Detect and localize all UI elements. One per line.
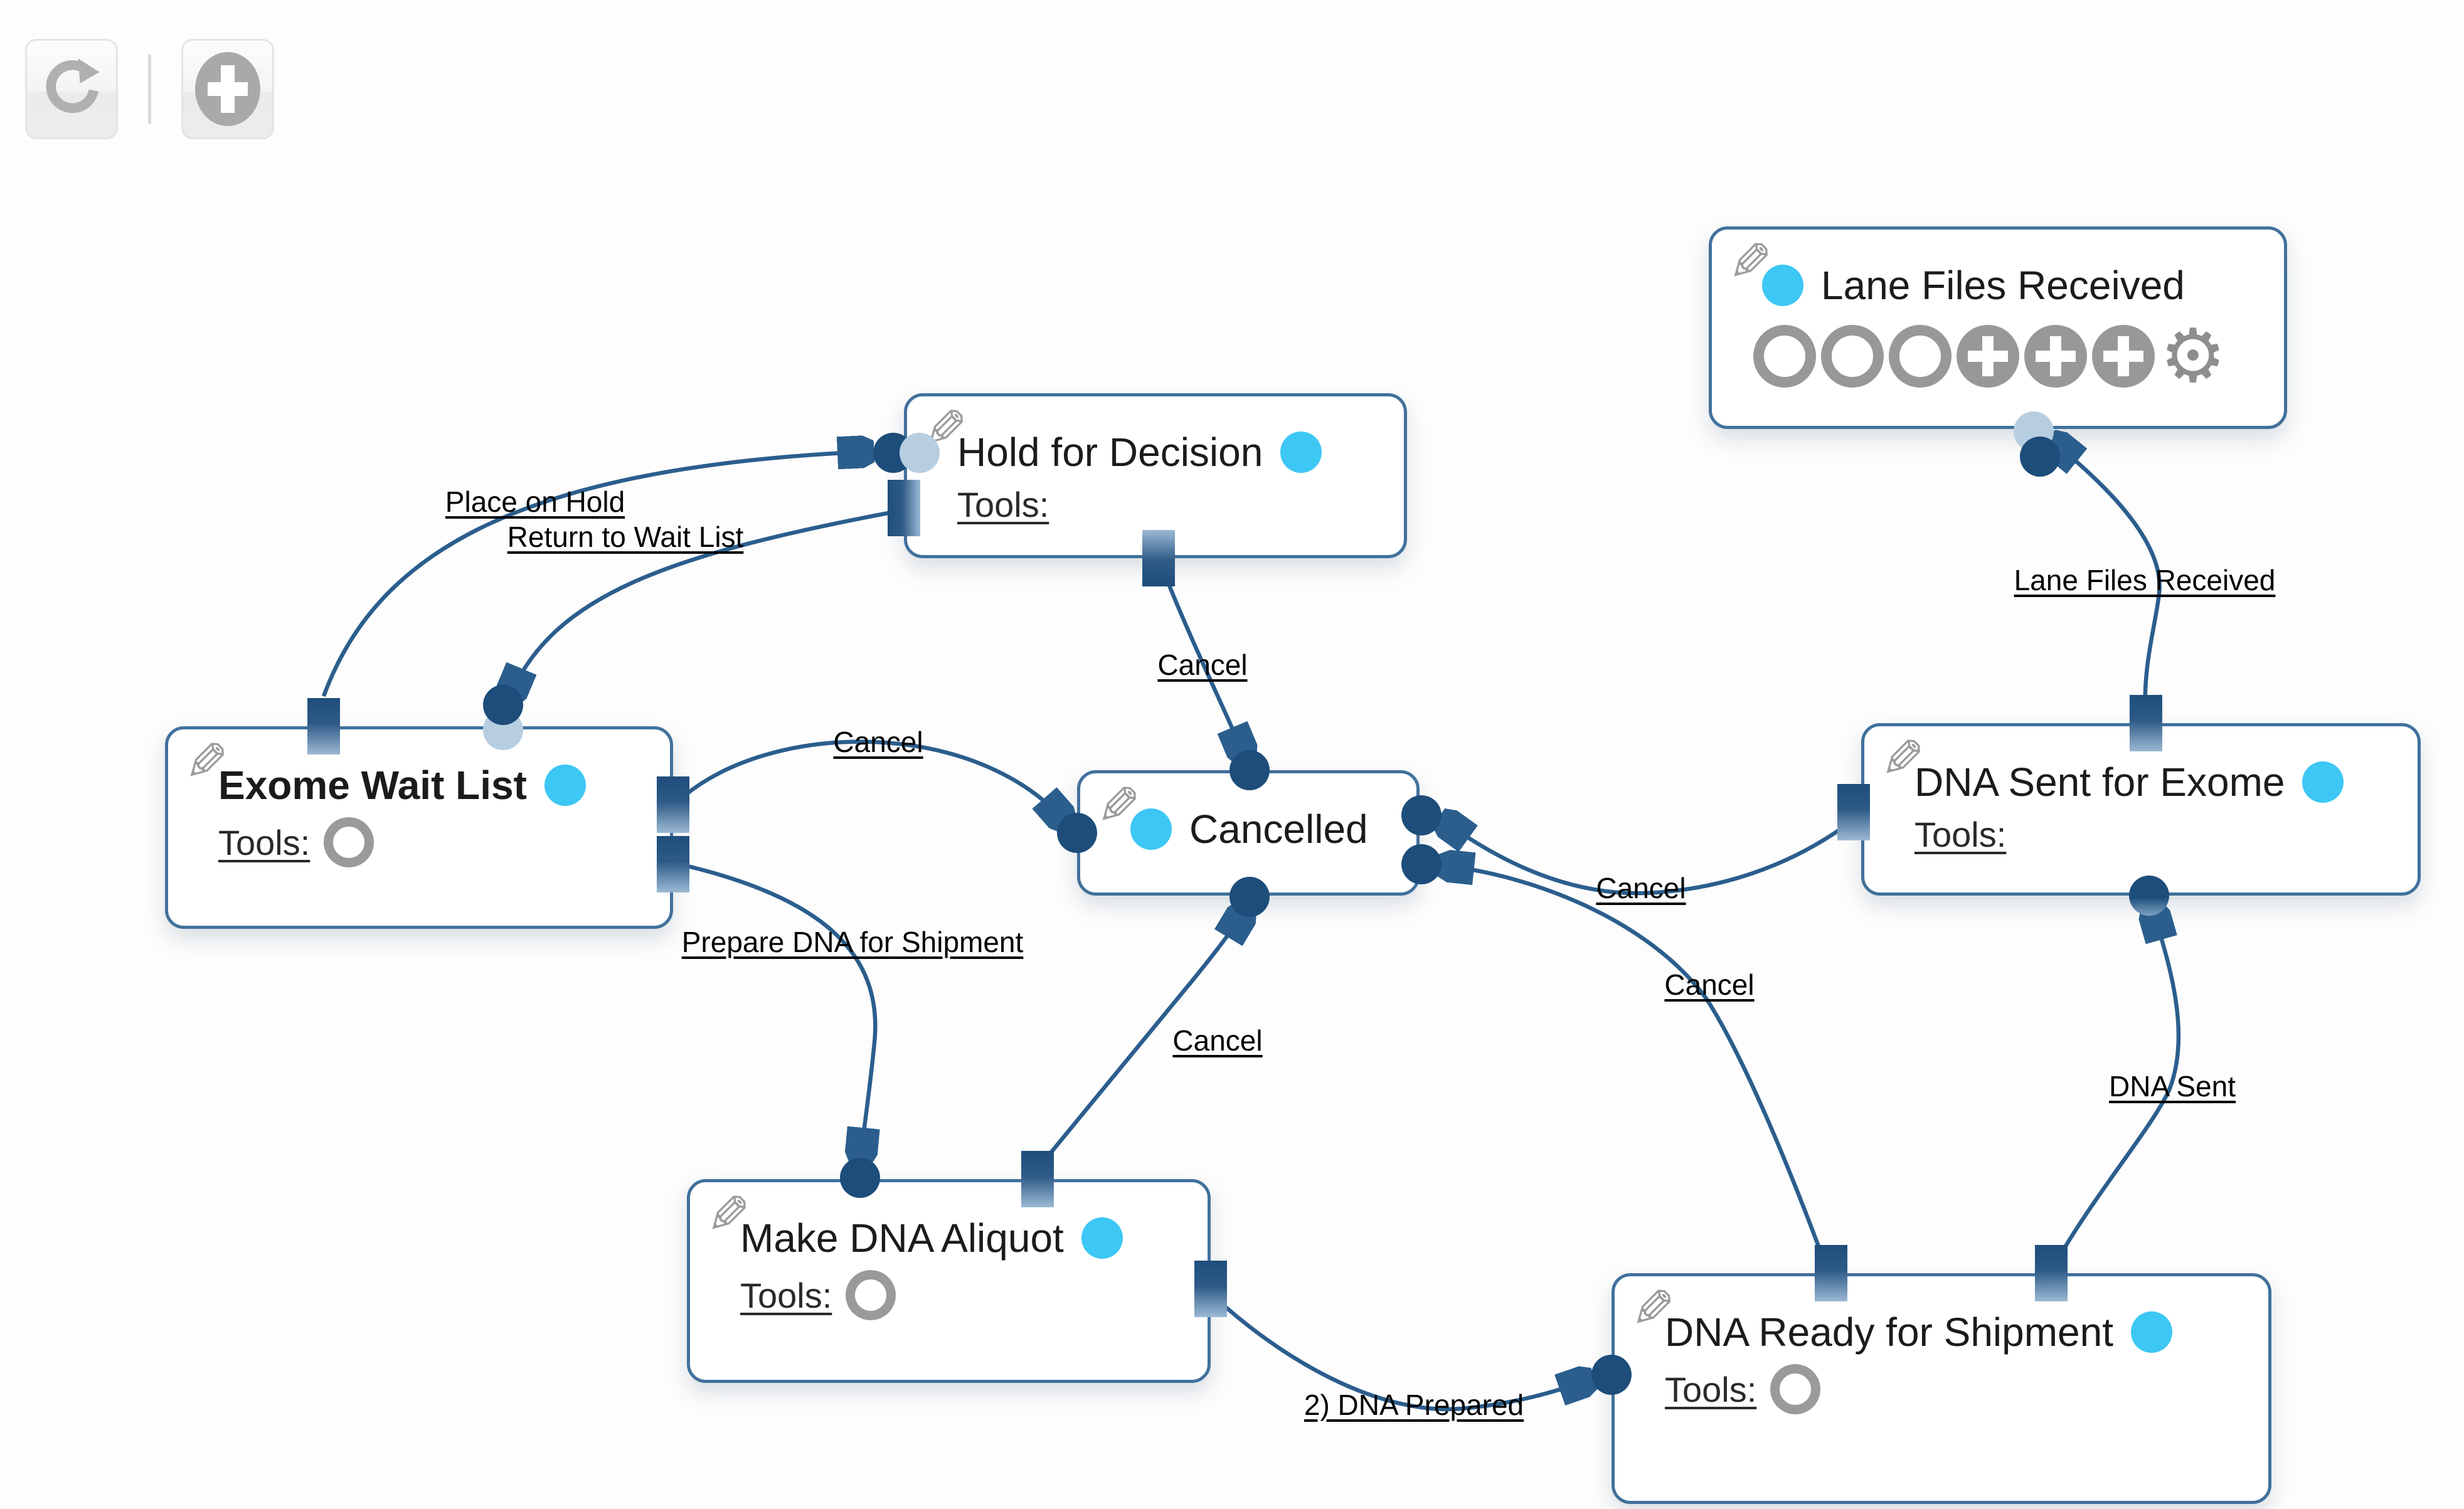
connector-hold-out-bottom-square[interactable] [1142, 530, 1175, 586]
edge-cancel-from-make [1034, 911, 1245, 1172]
connector-dnasent-out-top-square[interactable] [2130, 695, 2162, 751]
connector-make-out-right-square[interactable] [1194, 1261, 1227, 1317]
connector-cancelled-in-bottom-circle[interactable] [1229, 877, 1270, 917]
edge-prepare-dna-for-shipment [684, 863, 875, 1159]
status-dot [1081, 1217, 1123, 1259]
tools-label: Tools: [218, 822, 311, 862]
edge-label-return-to-wait-list[interactable]: Return to Wait List [507, 521, 744, 553]
edge-label-dna-sent[interactable]: DNA Sent [2109, 1070, 2236, 1103]
status-dot [2131, 1311, 2172, 1353]
connector-exome-out-right-square-2[interactable] [657, 836, 689, 892]
edge-cancel-from-exome [683, 739, 1065, 822]
status-dot [1762, 265, 1803, 306]
tools-row: Tools: [1665, 1364, 2243, 1414]
connector-dnasent-out-left-square[interactable] [1837, 784, 1870, 840]
connector-ready-out-top-square-1[interactable] [1815, 1245, 1847, 1301]
edge-dna-sent [2051, 909, 2181, 1269]
add-slot-icon[interactable] [2024, 325, 2087, 388]
node-title: DNA Ready for Shipment [1665, 1310, 2113, 1355]
connector-make-in-topleft-circle[interactable] [840, 1158, 880, 1198]
connector-hold-out-left-square[interactable] [888, 480, 920, 536]
node-title: DNA Sent for Exome [1914, 760, 2285, 805]
edge-label-cancel-from-hold[interactable]: Cancel [1157, 649, 1248, 681]
connector-cancelled-in-right-circle-1[interactable] [1401, 795, 1442, 835]
node-title-row: Cancelled [1130, 806, 1391, 852]
add-button[interactable] [181, 39, 274, 139]
connector-cancelled-in-left-circle[interactable] [1057, 813, 1097, 853]
edge-label-prepare-dna-for-shipment[interactable]: Prepare DNA for Shipment [681, 926, 1024, 958]
edge-cancel-from-dnasent [1443, 820, 1851, 896]
edge-label-cancel-from-dnasent[interactable]: Cancel [1596, 872, 1686, 904]
tools-row: Tools: [218, 817, 645, 867]
connector-lane-in-circle[interactable] [2020, 437, 2060, 477]
edge-return-to-wait-list [509, 509, 899, 697]
node-title-row: DNA Ready for Shipment [1665, 1309, 2243, 1355]
tools-label: Tools: [957, 485, 1049, 524]
node-title: Hold for Decision [957, 430, 1263, 475]
connector-ready-out-top-square-2[interactable] [2035, 1245, 2068, 1301]
refresh-button[interactable] [25, 39, 118, 139]
edge-label-dna-prepared[interactable]: 2) DNA Prepared [1304, 1389, 1524, 1421]
status-dot [2302, 761, 2344, 803]
connector-ready-in-left-circle[interactable] [1591, 1355, 1632, 1395]
workflow-node-cancelled[interactable]: ✎Cancelled [1077, 770, 1420, 896]
node-title-row: Exome Wait List [218, 762, 645, 808]
status-dot [1130, 808, 1172, 850]
connector-cancelled-in-top-circle[interactable] [1229, 750, 1270, 790]
add-slot-icon[interactable] [1957, 325, 2019, 388]
node-title: Exome Wait List [218, 763, 527, 808]
edge-label-place-on-hold[interactable]: Place on Hold [445, 485, 625, 518]
edge-label-cancel-from-exome[interactable]: Cancel [833, 726, 923, 758]
edge-place-on-hold [321, 452, 869, 697]
gear-icon[interactable]: ⚙ [2160, 315, 2226, 398]
connector-cancelled-in-right-circle-2[interactable] [1401, 844, 1442, 884]
tools-row: Tools: [740, 1270, 1182, 1320]
node-title: Make DNA Aliquot [740, 1215, 1064, 1261]
status-dot [1280, 432, 1322, 473]
add-icon [195, 52, 260, 126]
node-icon-row: ⚙ [1753, 315, 2259, 398]
refresh-icon [39, 53, 104, 126]
node-title: Lane Files Received [1821, 263, 2185, 308]
connector-exome-in-circle[interactable] [483, 685, 523, 725]
node-title: Cancelled [1189, 807, 1368, 852]
toolbar [25, 39, 274, 139]
edge-label-cancel-from-ready[interactable]: Cancel [1664, 968, 1755, 1001]
edge-label-cancel-from-make[interactable]: Cancel [1172, 1024, 1263, 1057]
connector-exome-out-right-square-1[interactable] [657, 776, 689, 833]
workflow-node-lane[interactable]: ✎Lane Files Received⚙ [1709, 226, 2287, 429]
toolbar-divider [148, 55, 151, 124]
edge-dna-prepared [1214, 1296, 1590, 1412]
node-title-row: DNA Sent for Exome [1914, 759, 2392, 805]
connector-hold-in-circle-ghost[interactable] [900, 433, 940, 473]
edge-cancel-from-ready [1443, 866, 1829, 1269]
connector-exome-out-top-square[interactable] [307, 698, 340, 754]
connector-make-out-top-square[interactable] [1021, 1151, 1054, 1207]
tools-row: Tools: [1914, 814, 2392, 855]
tools-label: Tools: [1665, 1369, 1757, 1409]
edge-label-lane-files-received[interactable]: Lane Files Received [2014, 564, 2276, 596]
add-slot-icon[interactable] [2092, 325, 2155, 388]
node-title-row: Lane Files Received [1762, 262, 2259, 309]
edge-cancel-from-hold [1158, 562, 1245, 756]
tools-row: Tools: [957, 484, 1379, 525]
status-dot [544, 765, 586, 806]
node-title-row: Hold for Decision [957, 429, 1379, 475]
tools-label: Tools: [740, 1275, 832, 1315]
edge-lane-files-received [2052, 442, 2162, 719]
connector-dnasent-in-bottom-circle[interactable] [2129, 876, 2169, 916]
tools-label: Tools: [1914, 815, 2007, 854]
node-title-row: Make DNA Aliquot [740, 1215, 1182, 1261]
